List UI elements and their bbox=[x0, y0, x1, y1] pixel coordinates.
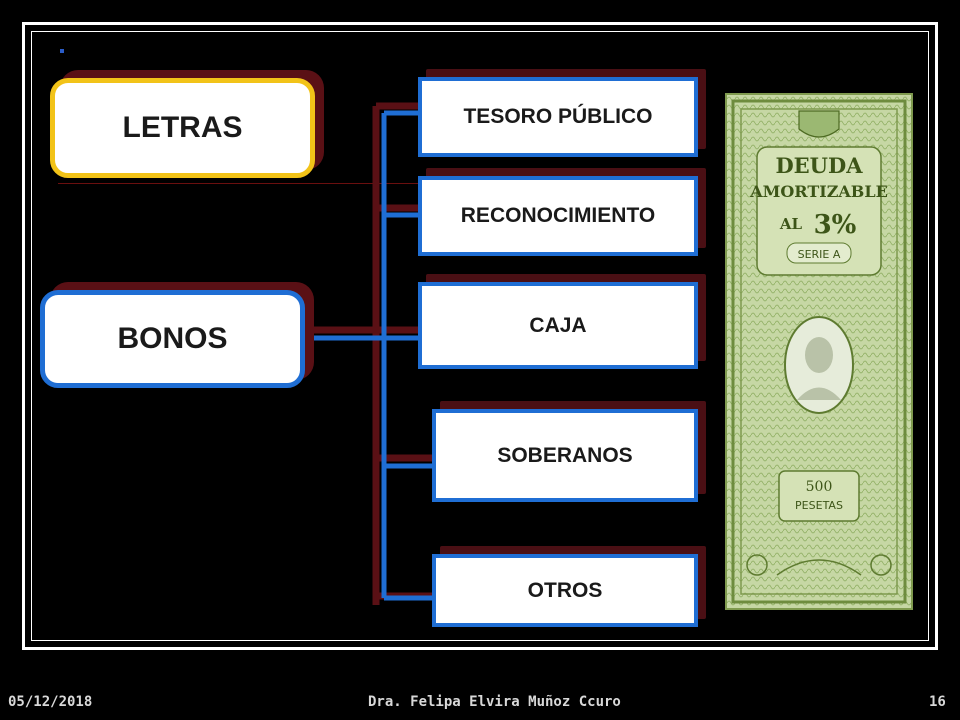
bullet-dot bbox=[60, 49, 64, 53]
slide-inner-frame bbox=[31, 31, 929, 641]
bond-al: AL bbox=[779, 215, 803, 233]
bond-line1: DEUDA bbox=[775, 153, 863, 178]
caja-box: CAJA bbox=[418, 282, 698, 369]
crest-shape bbox=[798, 110, 840, 138]
bond-percent: 3% bbox=[814, 210, 857, 240]
bond-line2: AMORTIZABLE bbox=[749, 182, 888, 201]
footer-page-number: 16 bbox=[929, 694, 946, 710]
footer-date: 05/12/2018 bbox=[8, 694, 93, 710]
soberanos-label: SOBERANOS bbox=[497, 443, 633, 467]
bonos-box: BONOS bbox=[40, 290, 305, 388]
bond-currency: PESETAS bbox=[795, 499, 843, 512]
bond-serie: SERIE A bbox=[798, 248, 841, 261]
footer-author: Dra. Felipa Elvira Muñoz Ccuro bbox=[368, 694, 621, 710]
letras-label: LETRAS bbox=[122, 111, 243, 144]
otros-box: OTROS bbox=[432, 554, 698, 627]
bond-illustration: DEUDA AMORTIZABLE AL 3% SERIE A 500 PESE… bbox=[727, 95, 911, 608]
otros-label: OTROS bbox=[527, 578, 603, 602]
slide-outer-frame bbox=[22, 22, 938, 650]
reconocimiento-label: RECONOCIMIENTO bbox=[460, 204, 656, 227]
tesoro-publico-label: TESORO PÚBLICO bbox=[463, 105, 653, 128]
caja-label: CAJA bbox=[529, 313, 587, 337]
reconocimiento-box: RECONOCIMIENTO bbox=[418, 176, 698, 256]
tesoro-publico-box: TESORO PÚBLICO bbox=[418, 77, 698, 157]
bonos-label: BONOS bbox=[117, 322, 228, 355]
soberanos-box: SOBERANOS bbox=[432, 409, 698, 502]
letras-box: LETRAS bbox=[50, 78, 315, 178]
bond-value: 500 bbox=[806, 479, 833, 495]
bond-certificate-image: DEUDA AMORTIZABLE AL 3% SERIE A 500 PESE… bbox=[725, 93, 913, 610]
